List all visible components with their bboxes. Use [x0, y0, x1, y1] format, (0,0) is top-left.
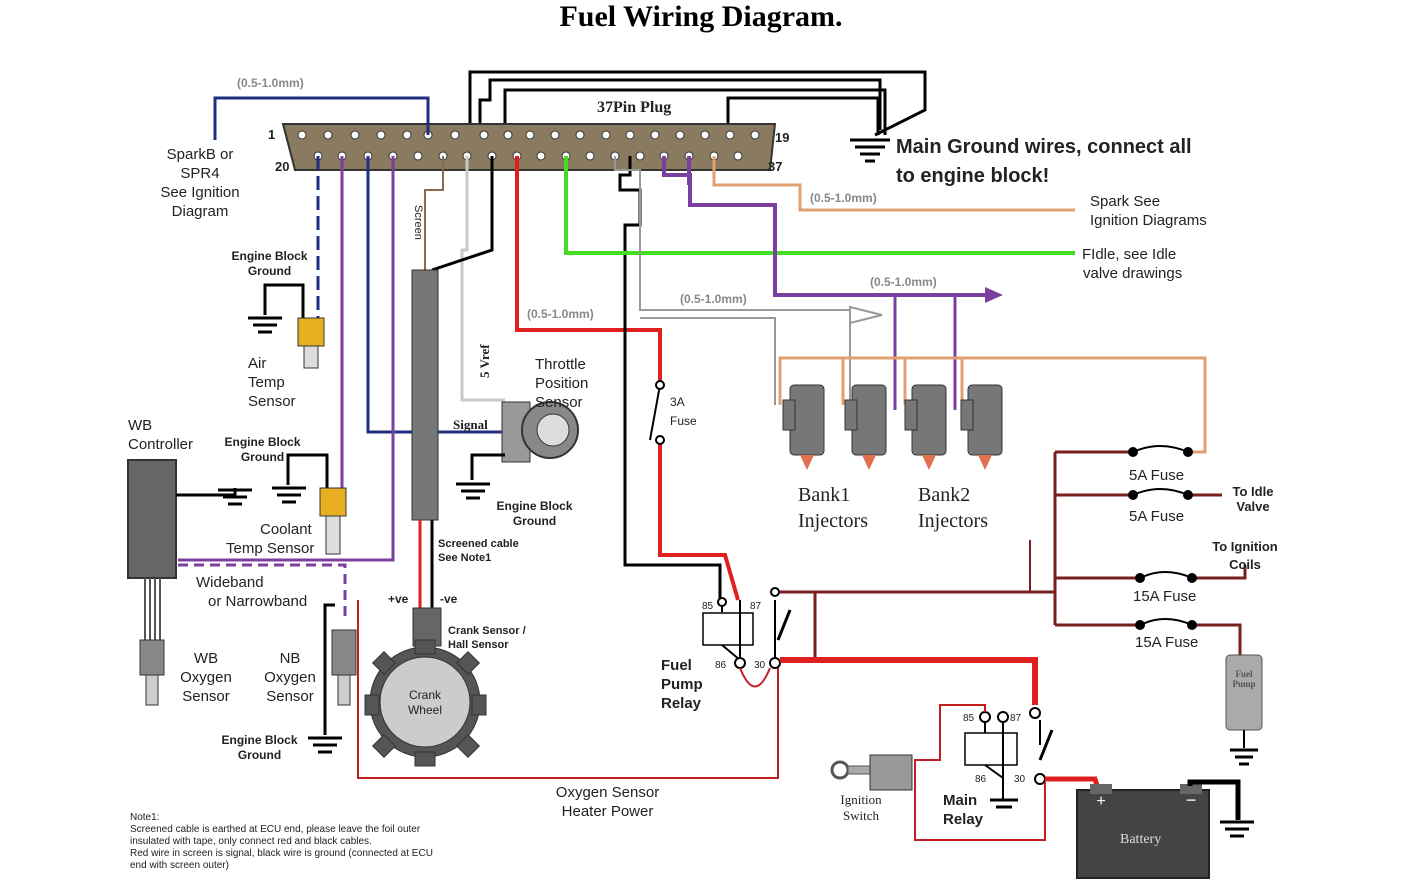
- fuse-5a-label: 5A Fuse: [1129, 508, 1185, 525]
- air-temp-sensor-body: [297, 317, 325, 347]
- main-ground-symbol: [850, 138, 890, 163]
- wb-controller-box: [127, 459, 177, 579]
- wire-size-label: (0.5-1.0mm): [527, 307, 594, 321]
- battery-label: Battery: [1120, 832, 1162, 847]
- main-relay-pin-30: 30: [1014, 774, 1026, 785]
- wire-size-label: (0.5-1.0mm): [237, 76, 304, 90]
- fuel-pump-body: [1225, 654, 1263, 731]
- pin-19-label: 19: [775, 130, 790, 145]
- wb-sensor-body: [139, 639, 165, 676]
- sparkb-wire: [213, 96, 430, 140]
- pin-37-label: 37: [768, 159, 783, 174]
- relay-pin-85: 85: [702, 601, 714, 612]
- battery-body: [1076, 789, 1210, 879]
- relay-pin-86: 86: [715, 660, 727, 671]
- wire-size-label: (0.5-1.0mm): [870, 275, 937, 289]
- note1: Note1:Screened cable is earthed at ECU e…: [130, 812, 433, 871]
- plug-label: 37Pin Plug: [597, 99, 672, 116]
- signal-label: Signal: [453, 417, 488, 432]
- wire-size-label: (0.5-1.0mm): [680, 292, 747, 306]
- page-title: Fuel Wiring Diagram.: [559, 0, 843, 33]
- relay-pin-30: 30: [754, 660, 766, 671]
- svg-text:+: +: [1096, 793, 1105, 810]
- relay-pin-87: 87: [750, 601, 762, 612]
- plug-pins-top: [297, 130, 760, 140]
- main-relay-coil: [964, 732, 1018, 766]
- svg-text:−: −: [1186, 790, 1197, 810]
- ignition-key: [830, 760, 850, 780]
- nb-sensor-body: [331, 629, 357, 676]
- coolant-sensor-body: [319, 487, 347, 517]
- fuse-15a-label: 15A Fuse: [1133, 588, 1197, 605]
- main-relay-pin-87: 87: [1010, 713, 1022, 724]
- plus-ve-label: +ve: [388, 592, 409, 606]
- fuse-5a-label: 5A Fuse: [1129, 467, 1185, 484]
- spark-wire: [712, 156, 1075, 212]
- minus-ve-label: -ve: [440, 592, 458, 606]
- injectors: [782, 384, 1003, 456]
- main-relay-pin-85: 85: [963, 713, 975, 724]
- main-relay-pin-86: 86: [975, 774, 987, 785]
- wire-size-label: (0.5-1.0mm): [810, 191, 877, 205]
- screened-cable: [411, 269, 439, 521]
- fuel-pump-relay-coil: [702, 612, 754, 646]
- vref-label: 5 Vref: [477, 344, 492, 378]
- fidle-wire: [564, 156, 1075, 255]
- red-power-wire: [515, 156, 662, 385]
- fuse-bus: [1053, 450, 1140, 627]
- screen-label: Screen: [412, 205, 424, 240]
- pin-1-label: 1: [268, 127, 276, 142]
- crank-sensor-label: Crank Sensor /Hall Sensor: [448, 625, 526, 651]
- pin-20-label: 20: [275, 159, 290, 174]
- fuse-15a-label: 15A Fuse: [1135, 634, 1199, 651]
